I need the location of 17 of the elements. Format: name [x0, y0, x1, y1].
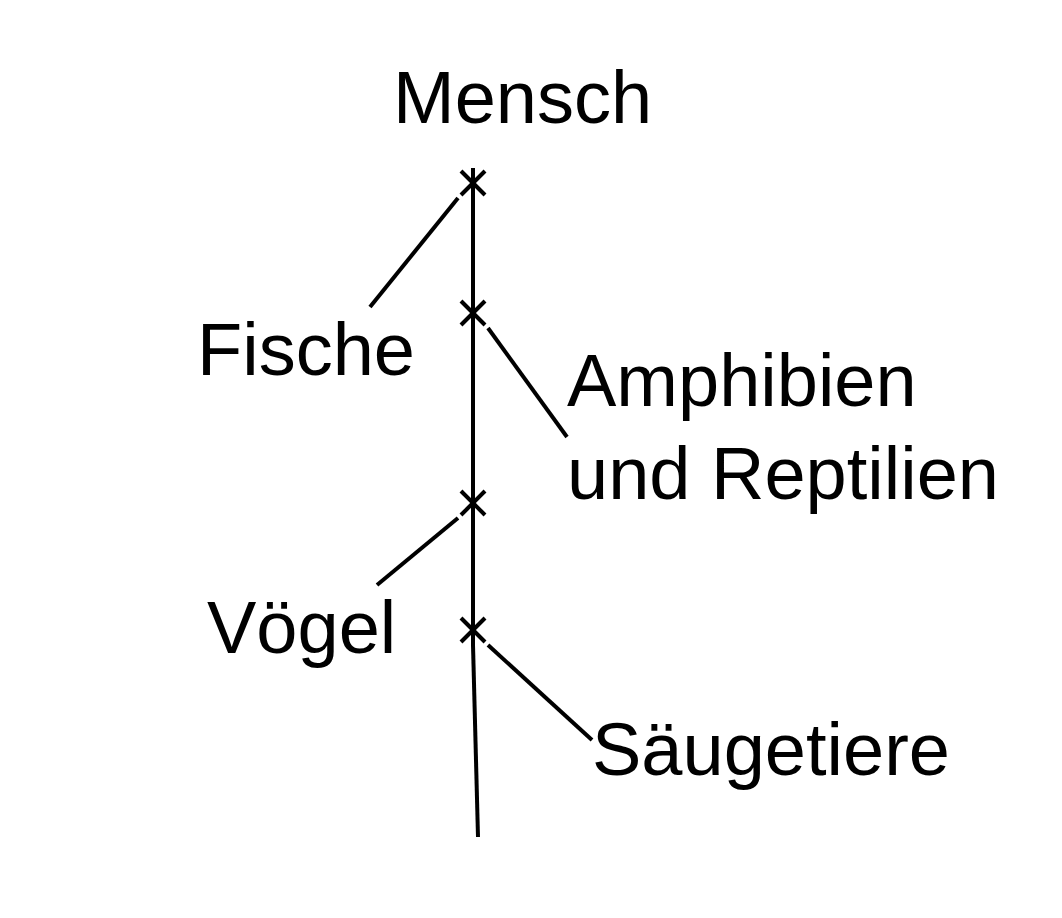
cross-mark-icon: [458, 615, 488, 645]
taxon-label: Säugetiere: [592, 707, 950, 793]
cross-mark-icon: [458, 298, 488, 328]
taxon-label: Mensch: [393, 55, 653, 141]
tree-line: [375, 516, 460, 587]
tree-line: [471, 518, 475, 615]
cross-mark-icon: [458, 168, 488, 198]
taxon-label: Amphibien und Reptilien: [567, 335, 1027, 520]
tree-line: [368, 196, 460, 309]
tree-line: [471, 644, 480, 838]
tree-line: [471, 328, 475, 488]
tree-line: [486, 326, 569, 439]
taxon-label: Vögel: [207, 585, 397, 671]
cross-mark-icon: [458, 488, 488, 518]
taxon-label: Fische: [197, 307, 415, 393]
tree-line: [486, 643, 594, 742]
tree-line: [471, 198, 475, 298]
